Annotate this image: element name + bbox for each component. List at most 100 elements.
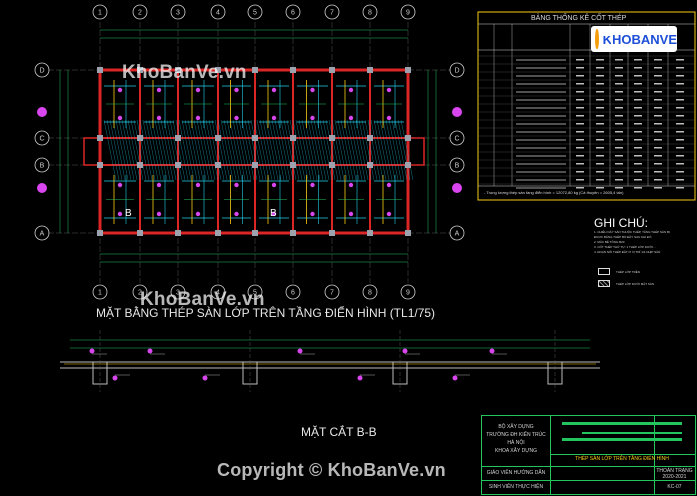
hatch-line	[124, 119, 138, 181]
title-block-right-top: THOÁN TRẠNG	[656, 468, 693, 474]
grid-bubble-icon	[247, 4, 263, 20]
column-square	[290, 162, 296, 168]
stair-landing	[83, 137, 101, 166]
rebar-table-cell-value	[596, 99, 604, 101]
hatch-line	[157, 119, 171, 181]
hatch-line	[175, 119, 189, 181]
rebar-tag-icon	[117, 182, 123, 188]
rebar-table-cell-value	[576, 139, 584, 141]
grid-bubble-icon	[247, 284, 263, 300]
grid-bubble-icon	[285, 284, 301, 300]
rebar-table-cell-value	[676, 179, 684, 181]
hatch-line	[205, 119, 219, 181]
hatch-line	[376, 119, 390, 181]
grid-bubble-label: 9	[406, 10, 410, 17]
section-rebar-tag-icon	[89, 348, 95, 354]
rebar-table-cell-value	[576, 75, 584, 77]
rebar-table-cell-value	[654, 99, 662, 101]
rebar-table-cell-value	[634, 147, 642, 149]
hatch-line	[133, 119, 147, 181]
column-square	[290, 230, 296, 236]
rebar-table-cell-value	[576, 59, 584, 61]
rebar-table-cell-value	[634, 187, 642, 189]
hatch-line	[277, 119, 291, 181]
rebar-tag-icon	[234, 211, 239, 217]
hatch-line	[235, 119, 249, 181]
rebar-table-cell-value	[596, 179, 604, 181]
title-block-city: HÀ NỘI	[507, 440, 525, 446]
legend-top-rebar: THÉP LỚP TRÊN	[598, 268, 640, 275]
section-rebar-tag-icon	[297, 348, 303, 354]
rebar-table-cell-value	[676, 59, 684, 61]
column-square	[290, 135, 296, 141]
hatch-line	[295, 119, 309, 181]
rebar-table-cell-value	[654, 139, 662, 141]
rebar-table-cell-value	[596, 75, 604, 77]
rebar-table-cell-value	[634, 107, 642, 109]
rebar-table-cell-value	[576, 67, 584, 69]
rebar-table-cell-value	[576, 155, 584, 157]
rebar-tag-icon	[310, 115, 315, 121]
grid-bubble-icon	[324, 4, 340, 20]
rebar-table-cell-value	[576, 147, 584, 149]
notes-panel: GHI CHÚ: 1. CHIỀU DÀY SÀN THUỘC THÉP, TĂ…	[594, 216, 694, 255]
grid-bubble-label: 3	[176, 290, 180, 297]
rebar-tag-icon	[348, 182, 354, 188]
rebar-table-cell-value	[576, 179, 584, 181]
hatch-line	[154, 119, 168, 181]
section-marker-left: B	[125, 208, 132, 219]
grid-bubble-label: C	[454, 136, 459, 143]
hatch-line	[271, 119, 285, 181]
rebar-table-cell-value	[596, 131, 604, 133]
rebar-table-cell-value	[576, 187, 584, 189]
grid-bubble-icon	[449, 62, 465, 78]
column-square	[97, 162, 103, 168]
hatch-line	[229, 119, 243, 181]
grid-bubble-icon	[324, 284, 340, 300]
hatch-line	[364, 119, 378, 181]
rebar-table-cell-value	[676, 155, 684, 157]
grid-bubble-label: 1	[98, 290, 102, 297]
rebar-table-cell-value	[634, 67, 642, 69]
rebar-tag-icon	[195, 115, 201, 121]
rebar-table-cell-value	[654, 83, 662, 85]
section-rebar-tag-icon	[452, 375, 458, 381]
rebar-table-cell-value	[615, 131, 623, 133]
grid-bubble-icon	[210, 284, 226, 300]
rebar-table-cell-value	[615, 155, 623, 157]
hatch-line	[391, 119, 405, 181]
column-square	[367, 162, 373, 168]
rebar-table-cell-value	[654, 107, 662, 109]
rebar-table-cell-value	[615, 115, 623, 117]
title-block-right-bot: KC-07	[667, 484, 682, 490]
grid-bubble-icon	[132, 284, 148, 300]
logo-text: KHOBANVE	[602, 31, 677, 47]
grid-bubble-label: 7	[330, 290, 334, 297]
rebar-table-cell-value	[634, 155, 642, 157]
rebar-table-cell-value	[634, 91, 642, 93]
rebar-tag-icon	[386, 87, 392, 93]
rebar-tag-icon	[310, 182, 315, 188]
hatch-line	[349, 119, 363, 181]
rebar-table-title: BẢNG THỐNG KÊ CỐT THÉP	[531, 15, 627, 22]
rebar-tag-icon	[310, 87, 315, 93]
rebar-tag-icon	[271, 182, 277, 188]
rebar-table-cell-value	[654, 155, 662, 157]
rebar-table-cell-value	[596, 155, 604, 157]
hatch-line	[211, 119, 225, 181]
rebar-tag-icon	[234, 182, 239, 188]
hatch-line	[292, 119, 306, 181]
rebar-table-cell-value	[615, 187, 623, 189]
hatch-line	[166, 119, 180, 181]
rebar-table-cell-value	[634, 75, 642, 77]
grid-bubble-icon	[285, 4, 301, 20]
grid-bubble-label: 9	[406, 290, 410, 297]
notes-line: 2. MÁC BÊ TÔNG B20	[594, 240, 625, 244]
hatch-line	[337, 119, 351, 181]
grid-bubble-label: 3	[176, 10, 180, 17]
rebar-table-cell-value	[654, 115, 662, 117]
hatch-line	[328, 119, 342, 181]
hatch-line	[352, 119, 366, 181]
